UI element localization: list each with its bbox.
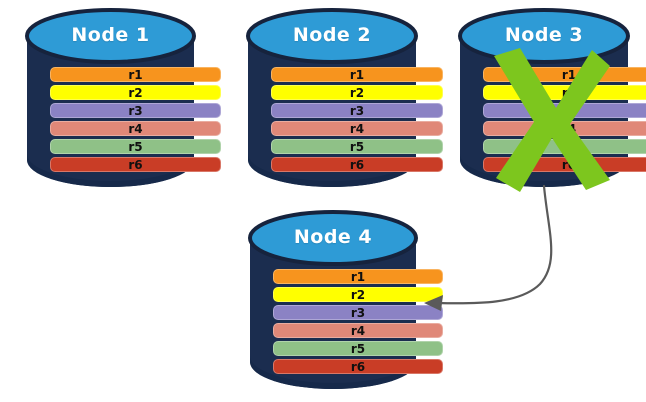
data-row-label: r6: [128, 157, 143, 172]
data-row[interactable]: r6: [50, 157, 221, 172]
data-row-label: r5: [561, 139, 577, 154]
data-row-label: r2: [350, 287, 366, 302]
data-row-label: r4: [561, 121, 577, 136]
data-row-label: r2: [561, 85, 577, 100]
node-cylinder-1[interactable]: Node 1 r1 r2 r3 r4 r5 r6: [25, 8, 221, 188]
data-row-label: r3: [561, 103, 577, 118]
data-row[interactable]: r4: [50, 121, 221, 136]
data-row[interactable]: r5: [273, 341, 443, 356]
data-row-label: r6: [561, 157, 577, 172]
data-row[interactable]: r6: [273, 359, 443, 374]
data-row-label: r4: [128, 121, 143, 136]
data-row[interactable]: r2: [271, 85, 443, 100]
data-row-label: r3: [350, 305, 366, 320]
data-row[interactable]: r5: [271, 139, 443, 154]
data-row-label: r4: [349, 121, 365, 136]
data-row[interactable]: r4: [271, 121, 443, 136]
data-row[interactable]: r5: [50, 139, 221, 154]
data-row-label: r4: [350, 323, 366, 338]
data-row-label: r6: [350, 359, 366, 374]
data-row-label: r2: [349, 85, 365, 100]
data-row-label: r3: [128, 103, 143, 118]
data-row[interactable]: r4: [273, 323, 443, 338]
node-row-list-3: r1 r2 r3 r4 r5 r6: [458, 67, 646, 172]
data-row-label: r3: [349, 103, 365, 118]
data-row[interactable]: r1: [273, 269, 443, 284]
node-cylinder-3[interactable]: Node 3 r1 r2 r3 r4 r5 r6: [458, 8, 646, 188]
data-row[interactable]: r2: [50, 85, 221, 100]
data-row[interactable]: r3: [50, 103, 221, 118]
data-row[interactable]: r3: [273, 305, 443, 320]
node-cylinder-2[interactable]: Node 2 r1 r2 r3 r4 r5 r6: [246, 8, 443, 188]
data-row[interactable]: r5: [483, 139, 646, 154]
data-row-label: r1: [350, 269, 366, 284]
data-row-label: r1: [349, 67, 365, 82]
data-row-label: r5: [350, 341, 366, 356]
data-row-label: r5: [349, 139, 365, 154]
data-row[interactable]: r1: [271, 67, 443, 82]
data-row[interactable]: r3: [271, 103, 443, 118]
data-row-label: r6: [349, 157, 365, 172]
data-row[interactable]: r3: [483, 103, 646, 118]
data-row[interactable]: r2: [483, 85, 646, 100]
node-row-list-4: r1 r2 r3 r4 r5 r6: [248, 269, 468, 374]
data-row[interactable]: r6: [271, 157, 443, 172]
data-row-label: r5: [128, 139, 143, 154]
node-row-list-1: r1 r2 r3 r4 r5 r6: [25, 67, 246, 172]
data-row[interactable]: r2: [273, 287, 443, 302]
data-row[interactable]: r4: [483, 121, 646, 136]
data-row[interactable]: r1: [483, 67, 646, 82]
data-row-label: r1: [561, 67, 577, 82]
data-row[interactable]: r6: [483, 157, 646, 172]
node-row-list-2: r1 r2 r3 r4 r5 r6: [246, 67, 468, 172]
data-row-label: r2: [128, 85, 143, 100]
data-row-label: r1: [128, 67, 143, 82]
data-row[interactable]: r1: [50, 67, 221, 82]
node-cylinder-4[interactable]: Node 4 r1 r2 r3 r4 r5 r6: [248, 210, 443, 390]
